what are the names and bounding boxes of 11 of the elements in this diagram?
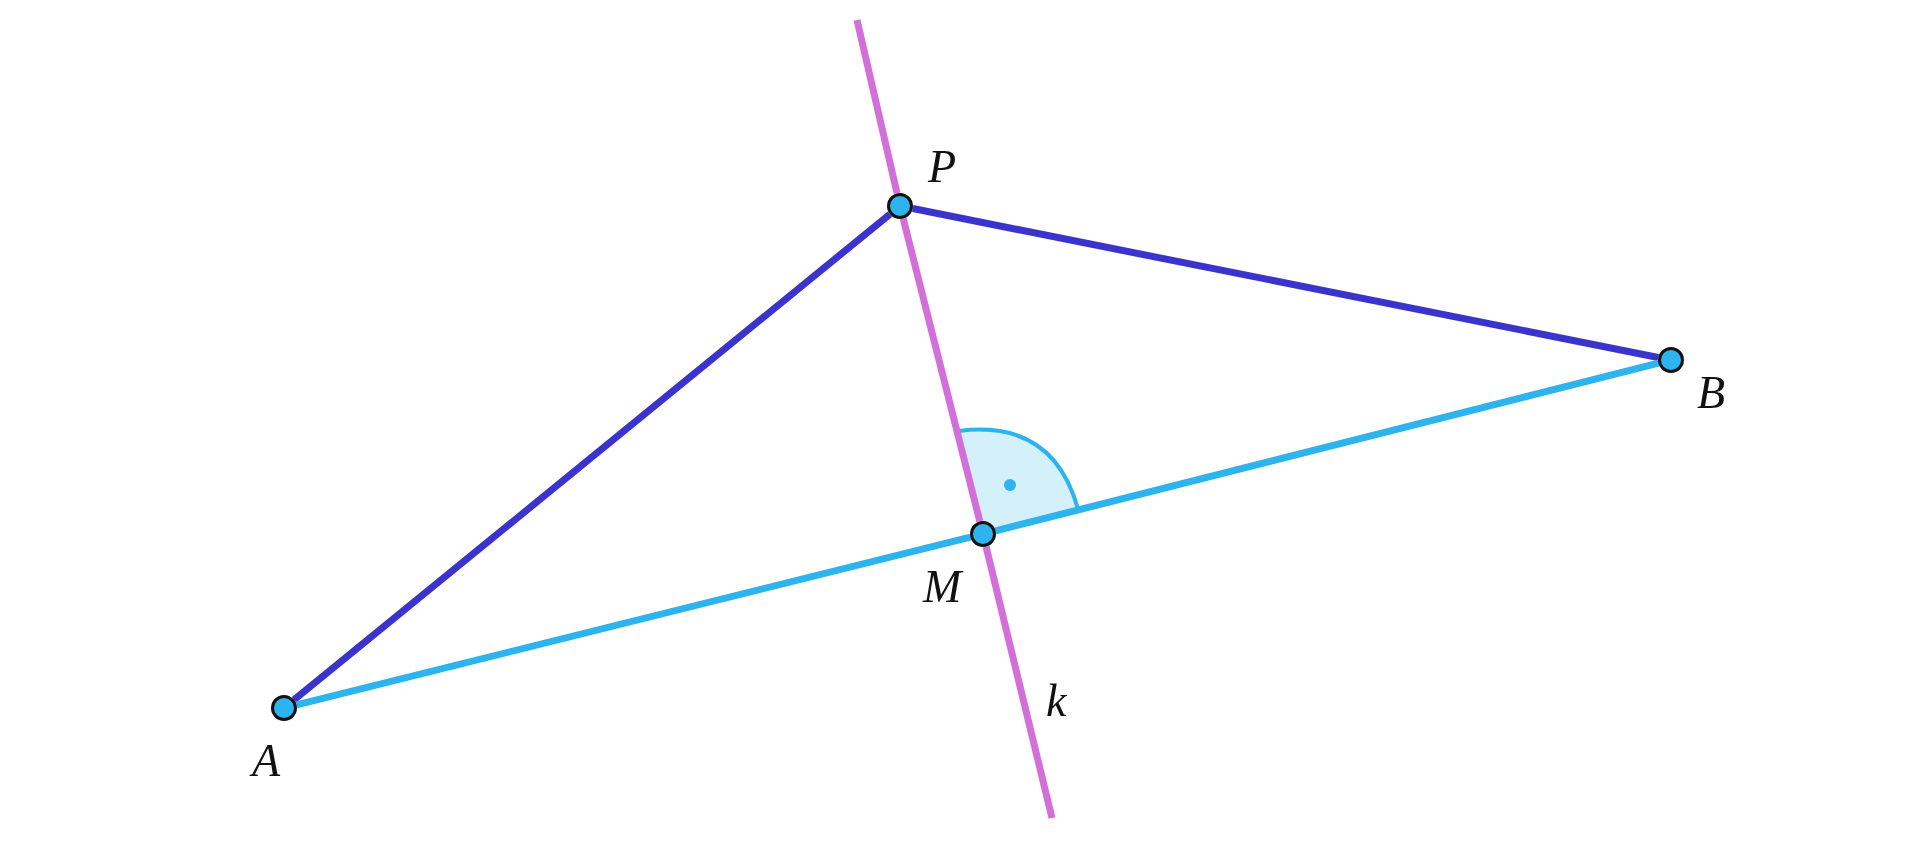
line-segment <box>912 205 1659 361</box>
point-label: P <box>928 144 957 190</box>
line-label: k <box>1046 678 1067 724</box>
line-segment <box>295 533 972 709</box>
point-label: B <box>1697 370 1726 416</box>
line-segment <box>982 545 1056 819</box>
line-segment <box>994 359 1660 535</box>
line-segment <box>853 19 901 195</box>
line-segment <box>899 217 984 523</box>
point-label: M <box>923 564 962 610</box>
line-segment <box>291 211 893 703</box>
